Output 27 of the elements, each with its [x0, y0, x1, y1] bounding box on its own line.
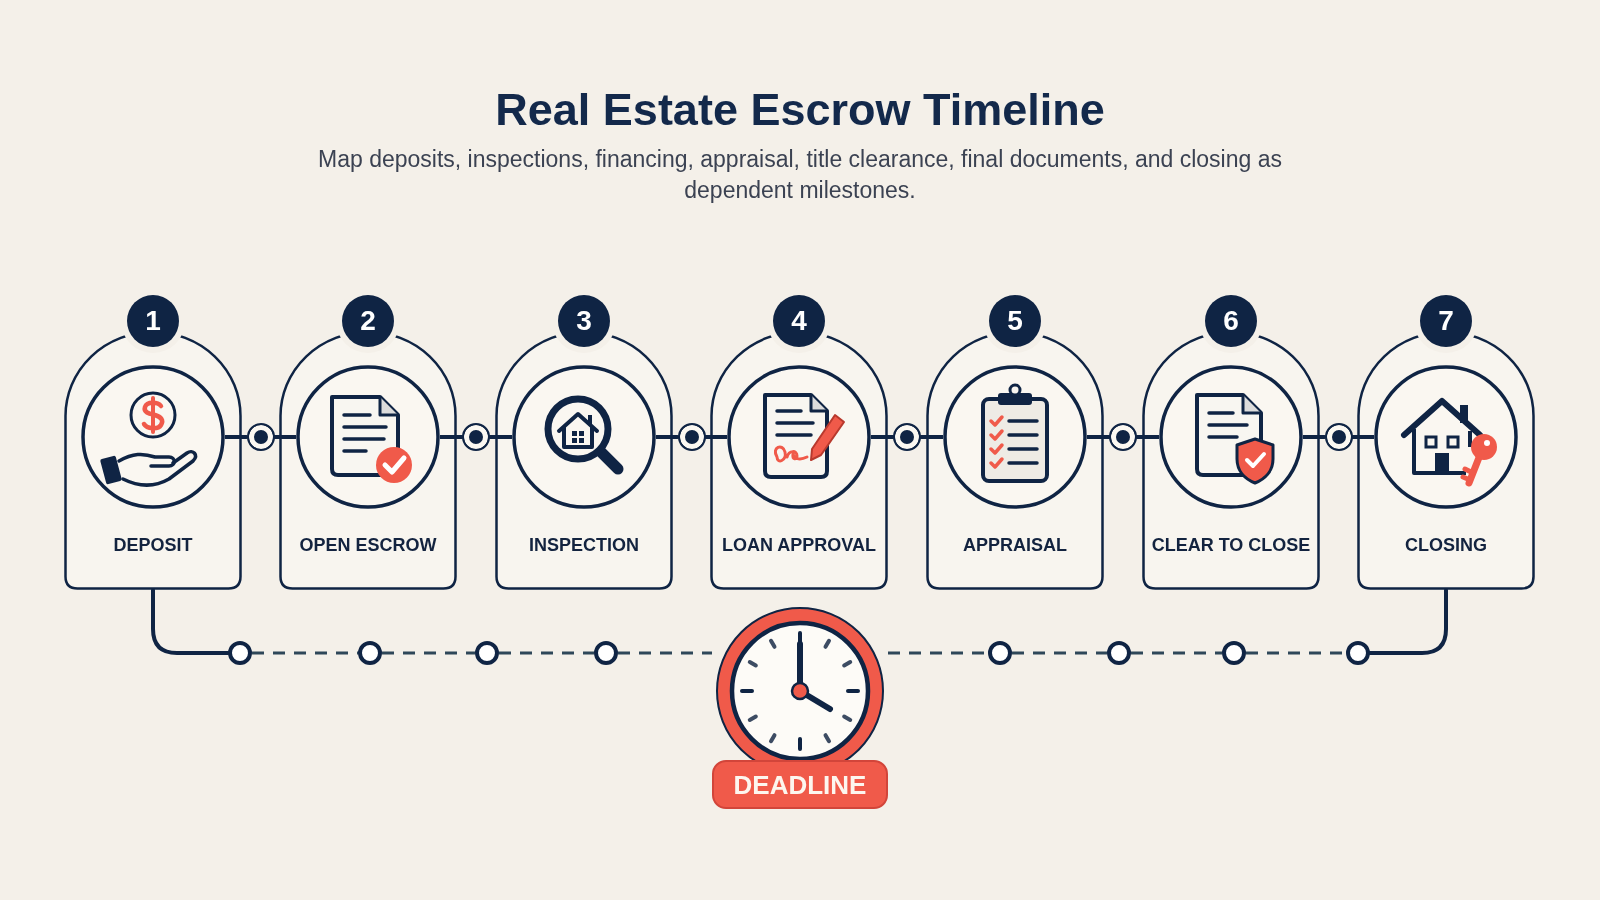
connector-line [151, 588, 230, 655]
step-label: INSPECTION [529, 534, 639, 556]
step-label: CLEAR TO CLOSE [1151, 534, 1311, 556]
dashed-connector [499, 651, 594, 655]
step-label: APPRAISAL [963, 534, 1067, 556]
timeline-ring [358, 641, 382, 665]
subtitle: Map deposits, inspections, financing, appraisal, title clearance, final documents, and closing as dependent milestones. [317, 145, 1283, 205]
title: Real Estate Escrow Timeline [495, 84, 1105, 136]
connector-line [886, 435, 895, 439]
step-label: LOAN APPROVAL [722, 534, 876, 556]
step-label: OPEN ESCROW [299, 534, 437, 556]
timeline-ring [1346, 641, 1370, 665]
connector-line [1102, 435, 1111, 439]
dashed-connector [382, 651, 475, 655]
dashed-connector [1131, 651, 1222, 655]
deadline-label: DEADLINE [712, 760, 888, 809]
timeline-ring [1107, 641, 1131, 665]
step-label: DEPOSIT [113, 534, 193, 556]
step-label: CLOSING [1405, 534, 1487, 556]
dashed-connector [618, 651, 712, 655]
dashed-connector [1012, 651, 1107, 655]
timeline-ring [1222, 641, 1246, 665]
timeline-ring [228, 641, 252, 665]
connector-line [455, 435, 464, 439]
timeline-ring [594, 641, 618, 665]
timeline-ring [475, 641, 499, 665]
timeline-ring [988, 641, 1012, 665]
